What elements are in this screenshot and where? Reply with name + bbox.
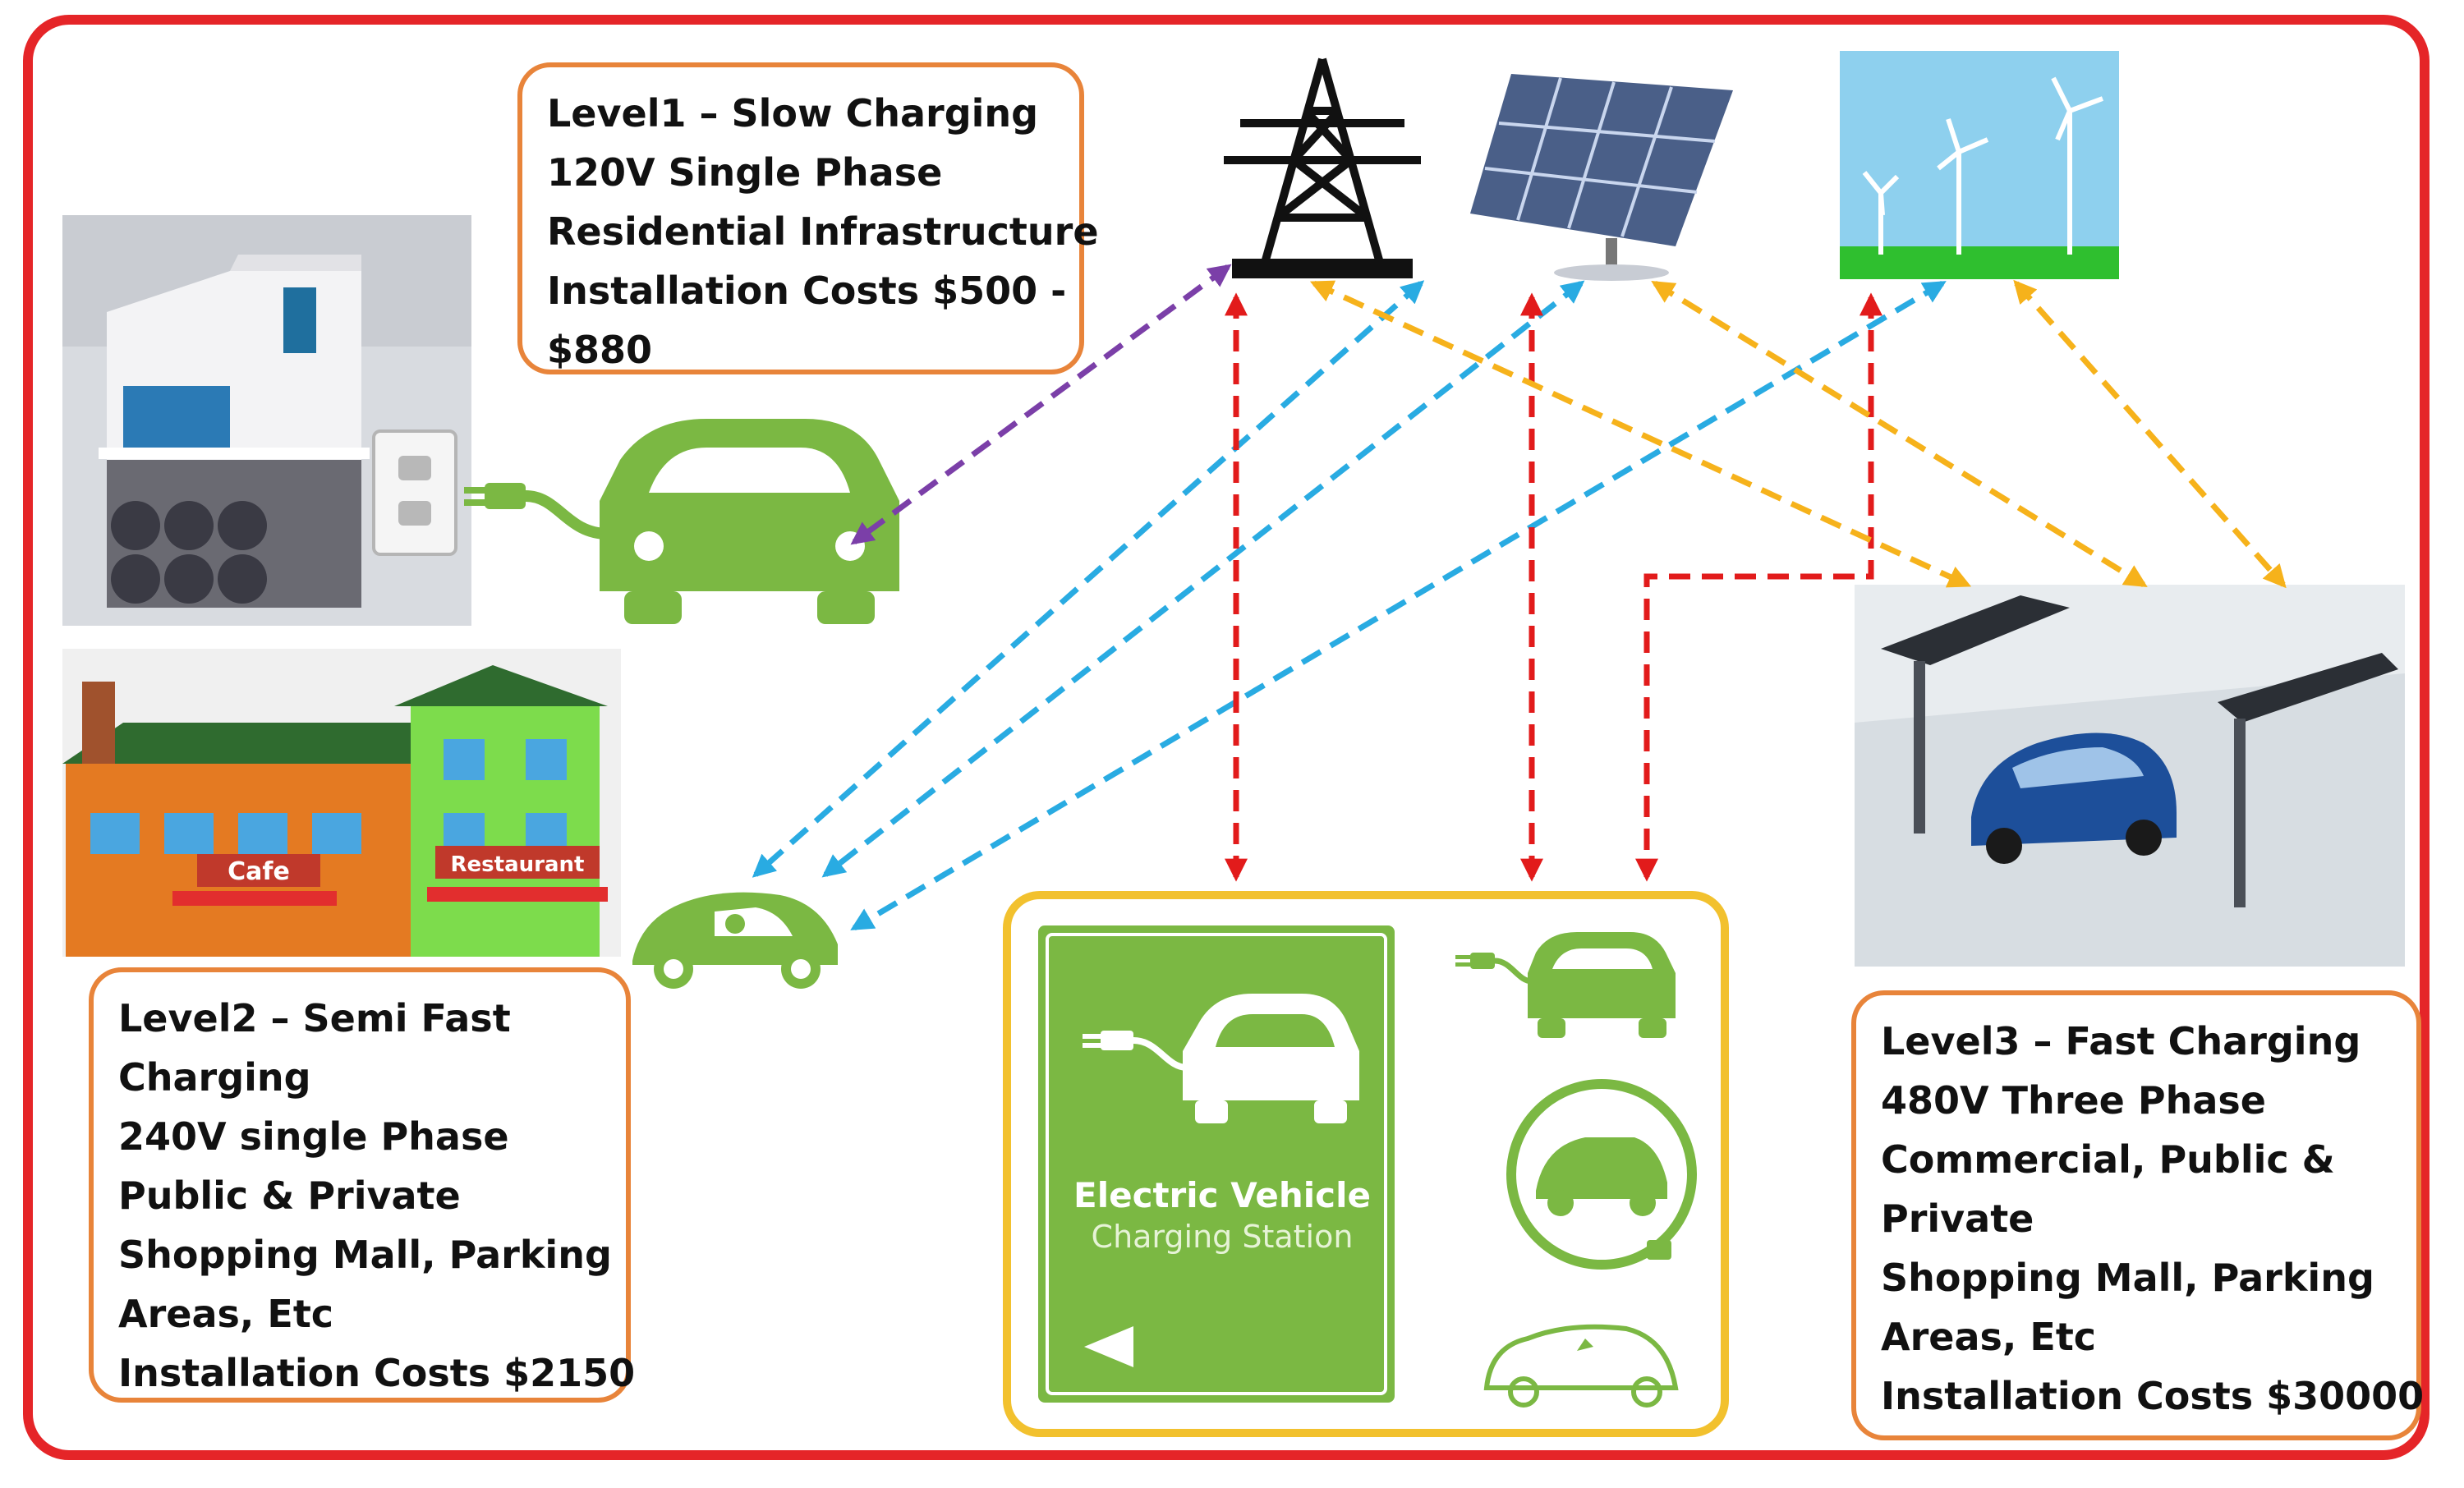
arrow-wind-to-level3 xyxy=(2013,279,2287,589)
level1-cost-cont: $880 xyxy=(547,328,653,372)
level1-info-box: Level1 – Slow Charging 120V Single Phase… xyxy=(517,62,1099,374)
level3-cost: Installation Costs $30000 xyxy=(1881,1374,2425,1418)
level2-title-cont: Charging xyxy=(118,1055,311,1100)
ev-car-small-icon xyxy=(632,892,838,989)
level2-voltage: 240V single Phase xyxy=(118,1114,509,1159)
level2-cost: Installation Costs $2150 xyxy=(118,1351,636,1395)
solar-panel-icon xyxy=(1470,74,1733,281)
level3-locations-cont: Areas, Etc xyxy=(1881,1315,2097,1359)
level1-voltage: 120V Single Phase xyxy=(547,150,943,195)
power-tower-icon xyxy=(1224,57,1421,278)
level3-info-box: Level3 – Fast Charging 480V Three Phase … xyxy=(1851,990,2425,1440)
station-title: Electric Vehicle xyxy=(1073,1175,1371,1215)
arrow-solar-to-level3 xyxy=(1651,281,2148,587)
level1-cost: Installation Costs $500 - xyxy=(547,269,1067,313)
ev-charging-station-icon xyxy=(1003,891,1729,1437)
level2-title: Level2 – Semi Fast xyxy=(118,996,511,1040)
connection-arrows xyxy=(752,264,2287,931)
commercial-building-image: Cafe Restaurant xyxy=(62,649,621,957)
diagram-frame xyxy=(23,15,2430,1460)
level3-access-cont: Private xyxy=(1881,1196,2034,1241)
station-subtitle: Charging Station xyxy=(1091,1219,1354,1255)
level2-locations: Shopping Mall, Parking xyxy=(118,1233,612,1277)
station-sign-text: Electric Vehicle Charging Station xyxy=(1041,1174,1403,1256)
level2-locations-cont: Areas, Etc xyxy=(118,1292,334,1336)
level3-locations: Shopping Mall, Parking xyxy=(1881,1256,2374,1300)
cafe-sign: Cafe xyxy=(228,857,290,886)
wind-turbine-icon xyxy=(1840,51,2119,279)
ev-car-plug-icon xyxy=(464,419,899,624)
level1-infrastructure: Residential Infrastructure xyxy=(547,209,1099,254)
arrow-wind-to-level2-car xyxy=(850,280,1947,931)
level2-info-box: Level2 – Semi Fast Charging 240V single … xyxy=(89,967,636,1403)
level3-title: Level3 – Fast Charging xyxy=(1881,1019,2361,1063)
level1-title: Level1 – Slow Charging xyxy=(547,91,1039,135)
level3-access: Commercial, Public & xyxy=(1881,1137,2335,1182)
arrow-wind-to-station xyxy=(1635,292,1882,882)
level2-access: Public & Private xyxy=(118,1173,461,1218)
residential-house-image xyxy=(62,215,471,626)
fast-charging-station-image xyxy=(1855,585,2405,967)
restaurant-sign: Restaurant xyxy=(451,852,585,877)
level3-voltage: 480V Three Phase xyxy=(1881,1078,2266,1123)
